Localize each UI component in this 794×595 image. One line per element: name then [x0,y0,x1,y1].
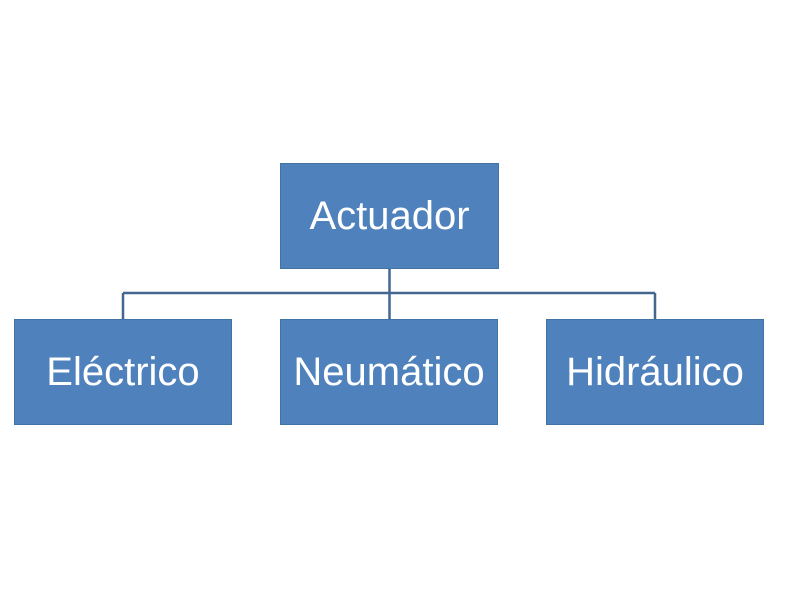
node-label: Neumático [293,350,485,394]
node-label: Actuador [309,194,470,238]
node-label: Hidráulico [566,350,744,394]
diagram-node-electrico: Eléctrico [14,319,232,425]
elbow-connector-path [121,269,657,319]
diagram-node-hidraulico: Hidráulico [546,319,764,425]
diagram-node-actuador: Actuador [280,163,499,269]
diagram-node-neumatico: Neumático [280,319,498,425]
node-label: Eléctrico [46,350,200,394]
